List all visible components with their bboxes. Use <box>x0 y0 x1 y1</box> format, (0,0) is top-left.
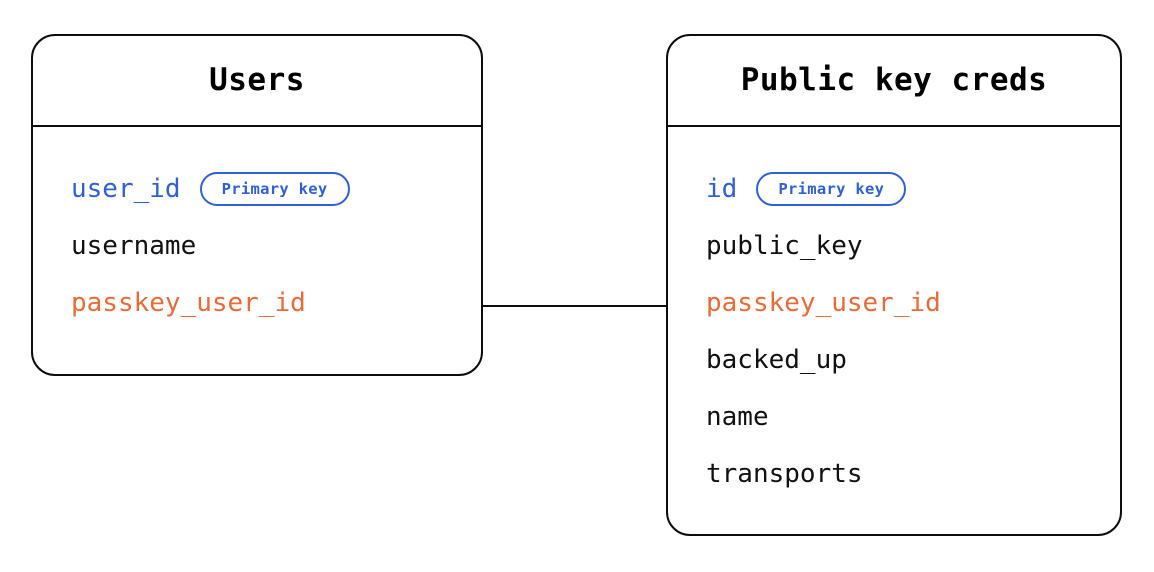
field-label-passkey-user-id: passkey_user_id <box>71 287 306 318</box>
field-label-id: id <box>706 173 738 204</box>
entity-public-key-creds-fields: id Primary key public_key passkey_user_i… <box>668 127 1120 502</box>
field-row-transports[interactable]: transports <box>668 445 1120 502</box>
field-row-id[interactable]: id Primary key <box>668 160 1120 217</box>
relationship-connector <box>480 305 670 307</box>
field-label-passkey-user-id: passkey_user_id <box>706 287 941 318</box>
field-row-public-key[interactable]: public_key <box>668 217 1120 274</box>
entity-users[interactable]: Users user_id Primary key username passk… <box>31 34 483 376</box>
primary-key-badge: Primary key <box>199 171 350 206</box>
entity-users-header: Users <box>33 36 481 127</box>
field-label-backed-up: backed_up <box>706 344 847 375</box>
field-label-username: username <box>71 230 197 261</box>
field-label-user-id: user_id <box>71 173 181 204</box>
primary-key-badge: Primary key <box>756 171 907 206</box>
field-row-passkey-user-id[interactable]: passkey_user_id <box>33 274 481 331</box>
entity-users-title: Users <box>209 62 305 98</box>
field-row-user-id[interactable]: user_id Primary key <box>33 160 481 217</box>
field-row-passkey-user-id[interactable]: passkey_user_id <box>668 274 1120 331</box>
field-row-name[interactable]: name <box>668 388 1120 445</box>
field-label-public-key: public_key <box>706 230 863 261</box>
entity-users-fields: user_id Primary key username passkey_use… <box>33 127 481 331</box>
field-row-backed-up[interactable]: backed_up <box>668 331 1120 388</box>
field-row-username[interactable]: username <box>33 217 481 274</box>
field-label-name: name <box>706 401 769 432</box>
entity-public-key-creds-header: Public key creds <box>668 36 1120 127</box>
entity-public-key-creds[interactable]: Public key creds id Primary key public_k… <box>666 34 1122 536</box>
entity-public-key-creds-title: Public key creds <box>740 62 1048 98</box>
field-label-transports: transports <box>706 458 863 489</box>
